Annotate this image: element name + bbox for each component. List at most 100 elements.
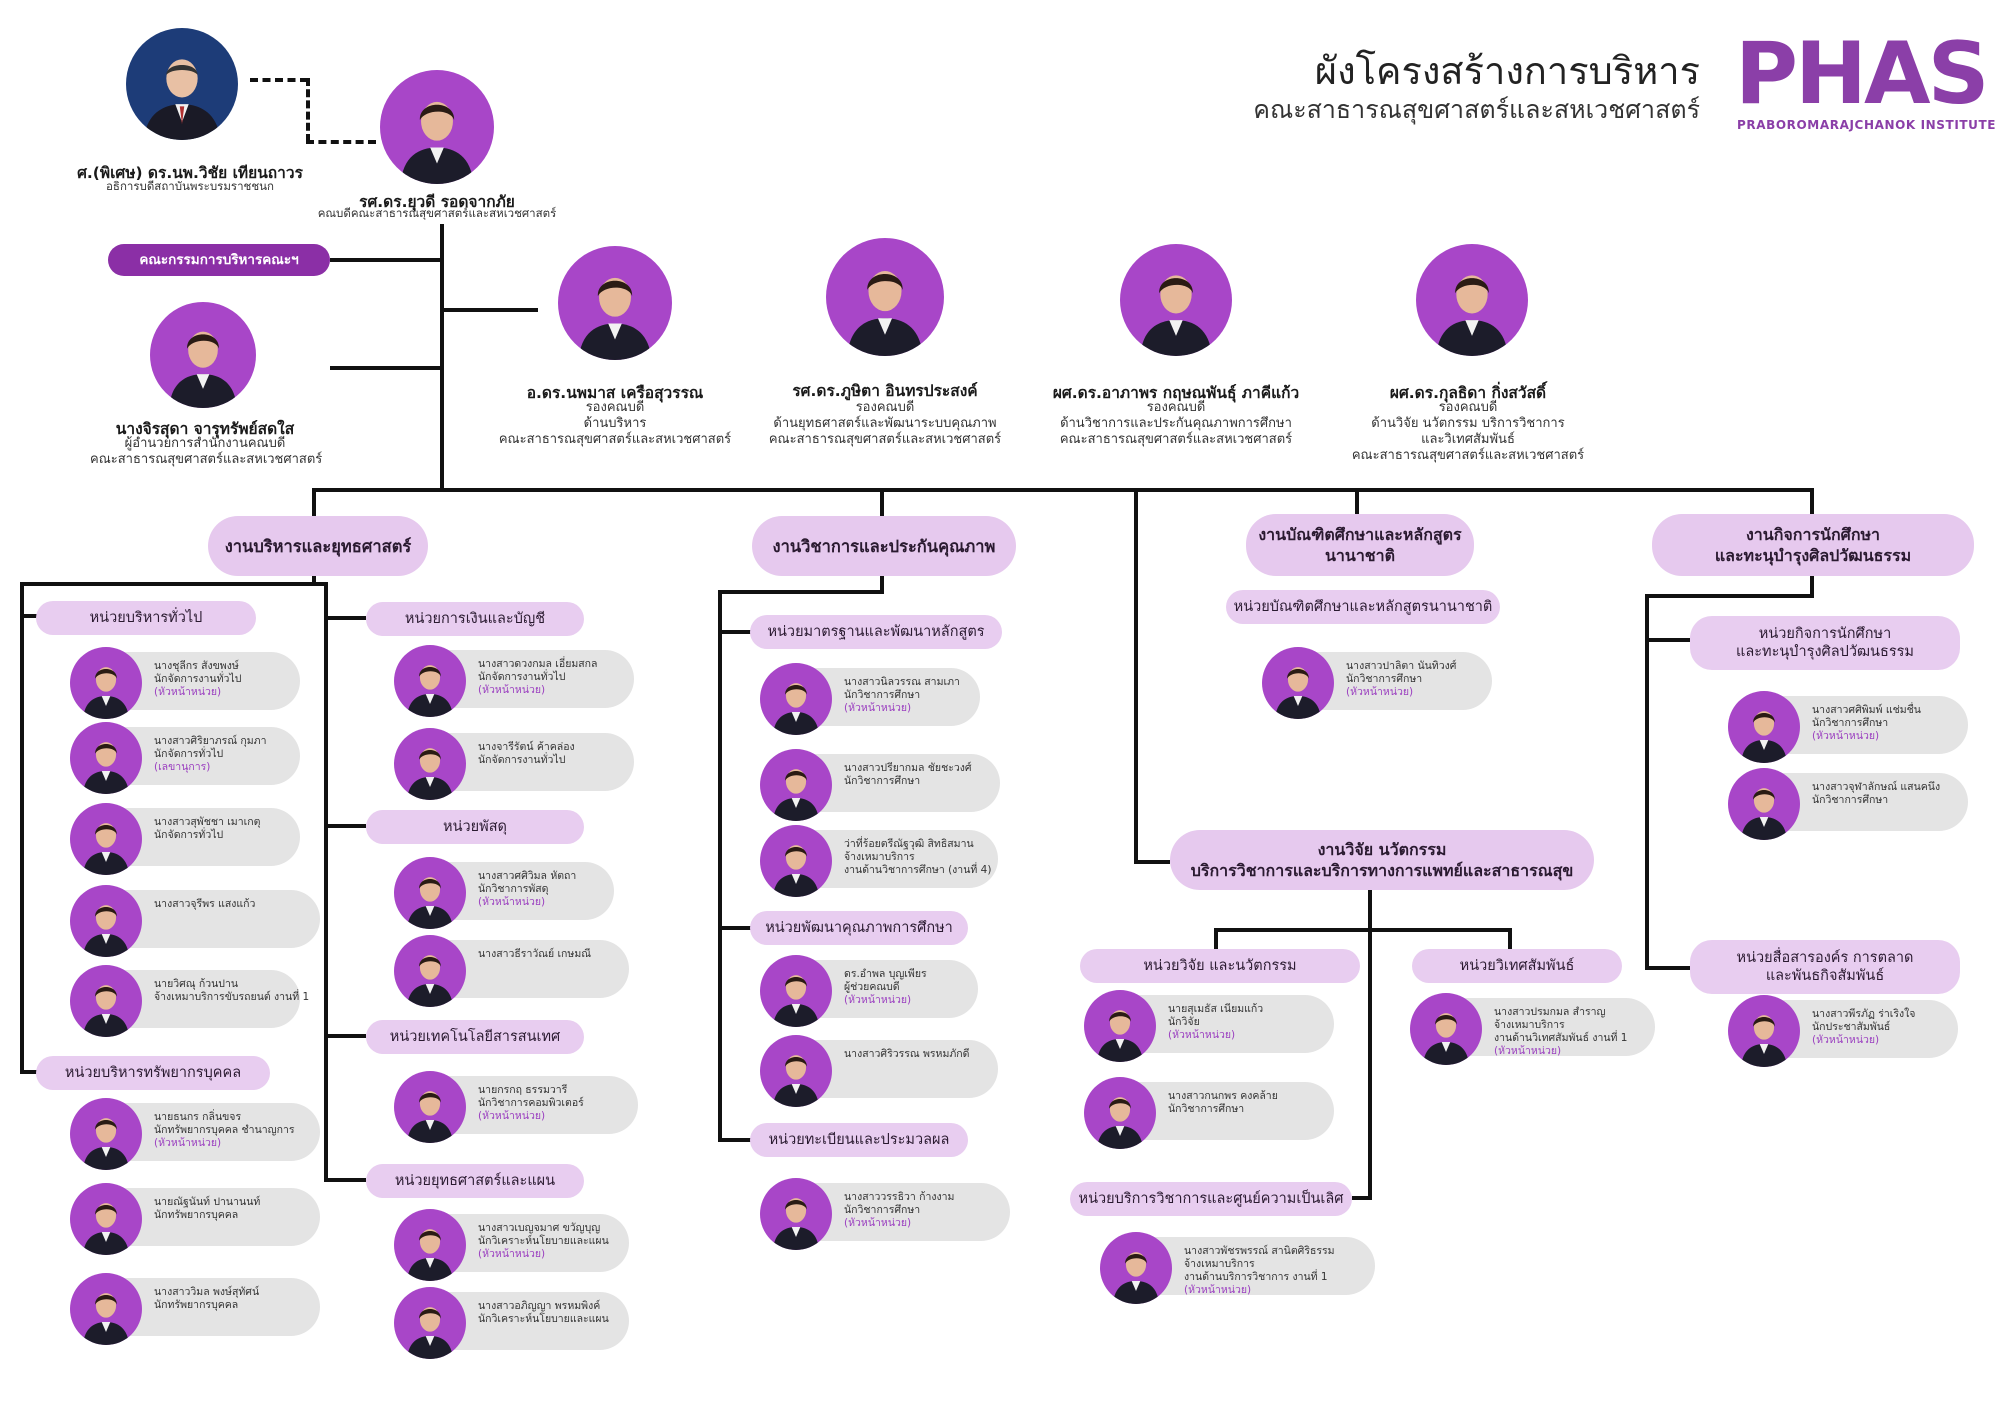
staff-name: นางสาวศศิพิมพ์ แช่มชื่น: [1812, 704, 1921, 716]
dean-name: รศ.ดร.ยุวดี รอดจากภัย: [359, 193, 515, 211]
staff-text: นายณัฐนันท์ ปานานนท์นักทรัพยากรบุคคล: [154, 1196, 260, 1222]
connector-line: [442, 308, 538, 312]
staff-text: นางสาวนิลวรรณ สามเภานักวิชาการศึกษา(หัวห…: [844, 676, 960, 715]
staff-text: ดร.อำพล บุญเพียรผู้ช่วยคณบดี(หัวหน้าหน่ว…: [844, 968, 927, 1007]
staff-text: นางสาวธีราวัณย์ เกษมณี: [478, 948, 591, 961]
staff-text: นางสาวจุรีพร แสงแก้ว: [154, 898, 255, 911]
unit-graduate-international: หน่วยบัณฑิตศึกษาและหลักสูตรนานาชาติ: [1226, 590, 1500, 624]
staff-note: (หัวหน้าหน่วย): [1812, 730, 1880, 742]
vice-dean-photo: [1416, 244, 1528, 356]
vice-dean-name: ผศ.ดร.กุลธิดา กิ่งสวัสดิ์: [1389, 384, 1547, 402]
staff-note: (หัวหน้าหน่วย): [478, 684, 546, 696]
staff-note: (หัวหน้าหน่วย): [1184, 1284, 1252, 1296]
connector-line: [312, 488, 1814, 492]
unit-human-resources: หน่วยบริหารทรัพยากรบุคคล: [36, 1056, 270, 1090]
staff-name: นางสาวอภิญญา พรหมพิงค์: [478, 1300, 601, 1312]
staff-card: นางสาวปรมกมล สำราญจ้างเหมาบริการงานด้านว…: [1450, 998, 1655, 1056]
division-title-line2: และทะนุบำรุงศิลปวัฒนธรรม: [1714, 546, 1912, 565]
staff-role: จ้างเหมาบริการขับรถยนต์ งานที่ 1: [154, 991, 310, 1003]
staff-card: นางสาววรรธิวา ก้างงามนักวิชาการศึกษา(หัว…: [800, 1183, 1010, 1241]
connector-line: [718, 1138, 752, 1142]
staff-role: นักทรัพยากรบุคคล: [154, 1209, 239, 1221]
vice-dean-name: ผศ.ดร.อาภาพร กฤษณพันธุ์ ภาคีแก้ว: [1052, 384, 1300, 402]
office-director-role: ผู้อำนวยการสำนักงานคณบดี: [124, 436, 286, 451]
staff-text: นางสาวศิริยาภรณ์ กุมภานักจัดการทั่วไป(เล…: [154, 735, 267, 774]
staff-photo: [394, 1209, 466, 1281]
staff-name: นายณัฐนันท์ ปานานนท์: [154, 1196, 261, 1208]
staff-text: นางสาวอภิญญา พรหมพิงค์นักวิเคราะห์นโยบาย…: [478, 1300, 609, 1326]
connector-line: [1355, 488, 1359, 520]
staff-photo: [70, 722, 142, 794]
staff-card: นางชุลีกร สังขพงษ์นักจัดการงานทั่วไป(หัว…: [110, 652, 300, 710]
connector-line: [324, 582, 328, 1182]
staff-role: นักวิเคราะห์นโยบายและแผน: [478, 1313, 609, 1325]
staff-photo: [1262, 647, 1334, 719]
connector-line: [1134, 860, 1170, 864]
staff-card: นางจารีรัตน์ ค้าคล่องนักจัดการงานทั่วไป: [434, 733, 634, 791]
vice-dean-role: รองคณบดี: [855, 400, 915, 415]
vice-dean-area: ด้านยุทธศาสตร์และพัฒนาระบบคุณภาพ: [773, 416, 997, 431]
staff-name: นายกรกฤ ธรรมวารี: [478, 1084, 568, 1096]
staff-card: นางสาวศิริวรรณ พรหมภักดี: [800, 1040, 998, 1098]
division-title-line1: งานกิจการนักศึกษา: [1745, 525, 1881, 544]
division-title-line1: งานวิจัย นวัตกรรม: [1317, 840, 1447, 859]
staff-note: (หัวหน้าหน่วย): [1168, 1029, 1236, 1041]
connector-line: [312, 576, 316, 586]
staff-note: (หัวหน้าหน่วย): [1494, 1045, 1562, 1057]
staff-role: นักวิชาการพัสดุ: [478, 883, 549, 895]
vice-dean-role: รองคณบดี: [585, 400, 645, 415]
staff-name: นายวิศณุ ก้วนปาน: [154, 978, 239, 990]
staff-text: นายกรกฤ ธรรมวารีนักวิชาการคอมพิวเตอร์(หั…: [478, 1084, 584, 1123]
staff-name: ดร.อำพล บุญเพียร: [844, 968, 927, 980]
vice-dean-role: รองคณบดี: [1438, 400, 1498, 415]
staff-card: นางสาวศศิวิมล หัตถานักวิชาการพัสดุ(หัวหน…: [434, 862, 614, 920]
staff-role: นักวิชาการศึกษา: [1346, 673, 1423, 685]
unit-education-quality: หน่วยพัฒนาคุณภาพการศึกษา: [750, 911, 968, 945]
connector-line: [1214, 928, 1218, 952]
page-subtitle: คณะสาธารณสุขศาสตร์และสหเวชศาสตร์: [1253, 95, 1700, 124]
staff-role: ผู้ช่วยคณบดี: [844, 981, 900, 993]
staff-role: นักจัดการทั่วไป: [154, 748, 224, 760]
staff-role: นักวิชาการศึกษา: [844, 775, 921, 787]
staff-card: นางสาวพัชรพรรณ์ สานิตศิริธรรมจ้างเหมาบริ…: [1140, 1237, 1375, 1295]
staff-role: นักจัดการงานทั่วไป: [154, 673, 242, 685]
staff-text: นางสาววิมล พงษ์สุทัศน์นักทรัพยากรบุคคล: [154, 1286, 259, 1312]
staff-name: นางสาวพีรภัฏ ร่าเริงใจ: [1812, 1008, 1916, 1020]
staff-text: นายธนกร กลิ่นขจรนักทรัพยากรบุคคล ชำนาญกา…: [154, 1111, 294, 1150]
division-academic-quality: งานวิชาการและประกันคุณภาพ: [752, 516, 1016, 576]
connector-line: [1214, 928, 1512, 932]
staff-text: นางสาวกนกพร คงคล้ายนักวิชาการศึกษา: [1168, 1090, 1278, 1116]
staff-role: นักวิชาการศึกษา: [844, 689, 921, 701]
dashed-connector: [306, 140, 376, 144]
unit-information-technology: หน่วยเทคโนโลยีสารสนเทศ: [366, 1020, 584, 1054]
staff-card: นายสุเมธัส เนียมแก้วนักวิจัย(หัวหน้าหน่ว…: [1124, 995, 1334, 1053]
staff-text: นางสาวปรมกมล สำราญจ้างเหมาบริการงานด้านว…: [1494, 1006, 1627, 1058]
staff-text: นางสาวปรียากมล ชัยชะวงศ์นักวิชาการศึกษา: [844, 762, 972, 788]
staff-note: (เลขานุการ): [154, 761, 211, 773]
staff-name: นางสาวปรียากมล ชัยชะวงศ์: [844, 762, 972, 774]
staff-photo: [1084, 1077, 1156, 1149]
staff-text: นางสาวพัชรพรรณ์ สานิตศิริธรรมจ้างเหมาบริ…: [1184, 1245, 1335, 1297]
connector-line: [20, 614, 40, 618]
staff-photo: [394, 1287, 466, 1359]
staff-name: นางสาวสุพัชชา เมาเกตุ: [154, 816, 261, 828]
staff-card: นางสาวกนกพร คงคล้ายนักวิชาการศึกษา: [1124, 1082, 1334, 1140]
division-admin-strategy: งานบริหารและยุทธศาสตร์: [208, 516, 428, 576]
staff-card: นางสาวดวงกมล เอี่ยมสกลนักจัดการงานทั่วไป…: [434, 650, 634, 708]
staff-photo: [1728, 995, 1800, 1067]
staff-name: นางสาวปาลิตา นันทิวงศ์: [1346, 660, 1457, 672]
staff-role: นักทรัพยากรบุคคล: [154, 1299, 239, 1311]
staff-photo: [70, 647, 142, 719]
connector-line: [324, 824, 366, 828]
director-photo: [126, 28, 238, 140]
connector-line: [718, 926, 752, 930]
staff-note: (หัวหน้าหน่วย): [154, 1137, 222, 1149]
staff-name: ว่าที่ร้อยตรีณัฐวุฒิ สิทธิสมาน: [844, 838, 974, 850]
staff-role: นักวิชาการคอมพิวเตอร์: [478, 1097, 584, 1109]
staff-photo: [1728, 691, 1800, 763]
staff-text: นางชุลีกร สังขพงษ์นักจัดการงานทั่วไป(หัว…: [154, 660, 241, 699]
staff-photo: [760, 825, 832, 897]
staff-role: จ้างเหมาบริการ: [1494, 1019, 1565, 1031]
staff-name: นางสาววิมล พงษ์สุทัศน์: [154, 1286, 260, 1298]
staff-role: นักทรัพยากรบุคคล ชำนาญการ: [154, 1124, 295, 1136]
